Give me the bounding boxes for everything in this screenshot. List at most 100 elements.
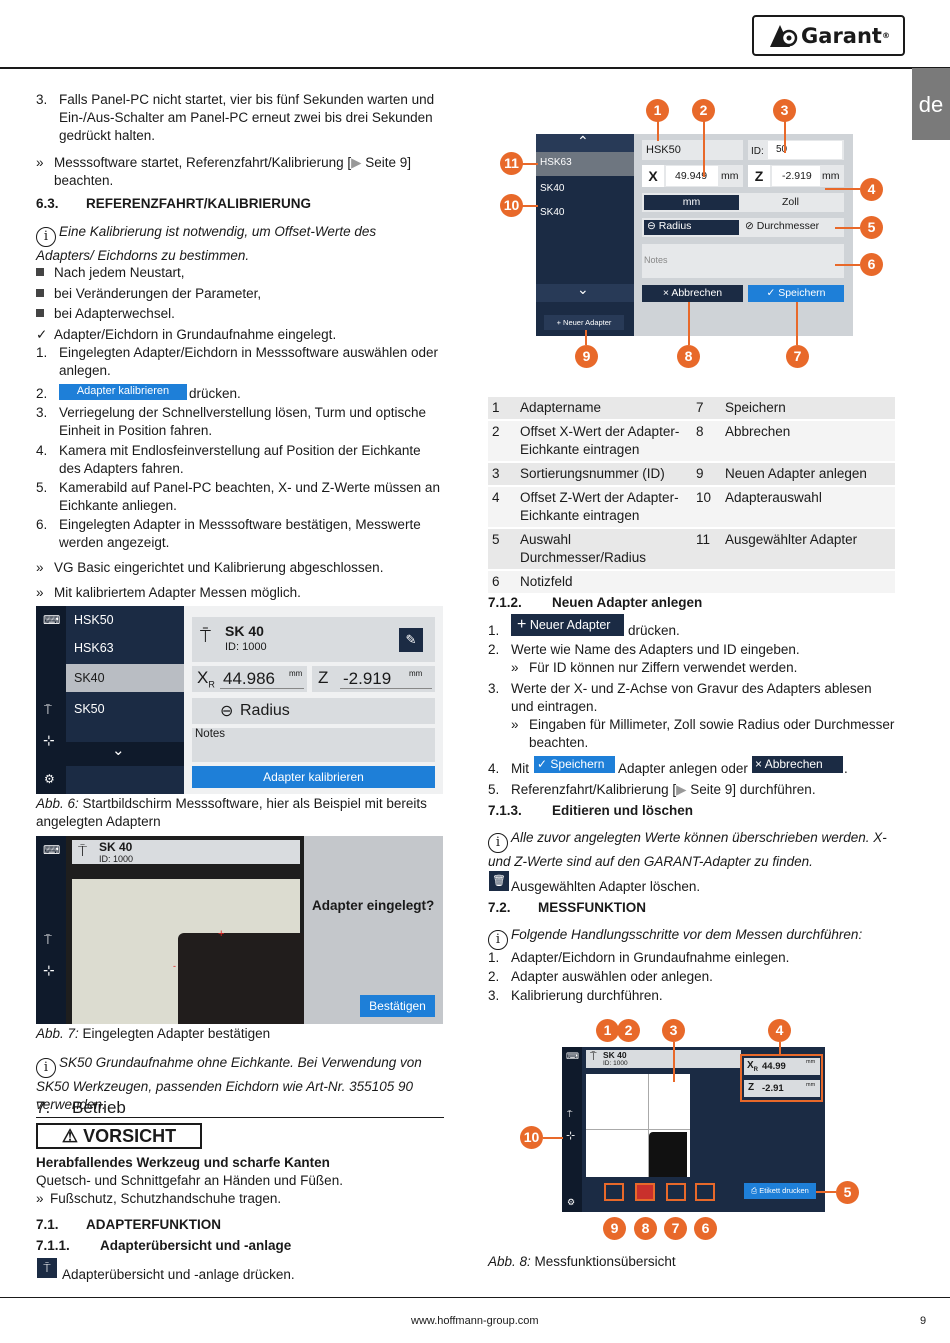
fig6-list-selected <box>66 664 184 692</box>
fig8-callout-4: 4 <box>768 1019 791 1042</box>
step-number: 6. <box>36 517 48 532</box>
step-number: 1. <box>488 950 500 965</box>
fig8-x-value: 44.99 <box>762 1061 786 1072</box>
editor-z-label: Z <box>748 165 770 187</box>
result-marker: » <box>36 560 44 575</box>
editor-id-label: ID: <box>751 146 764 157</box>
step-number: 1. <box>36 345 48 360</box>
page-number: 9 <box>920 1315 927 1327</box>
callout-line <box>703 121 705 177</box>
chevron-down-icon: ⌄ <box>577 281 589 297</box>
gear-icon: ⚙ <box>567 1197 576 1207</box>
fig8-callout-3: 3 <box>662 1019 685 1042</box>
result3: Mit kalibriertem Adapter Messen möglich. <box>54 585 301 600</box>
step-text: Adapter/Eichdorn in Grundaufnahme einleg… <box>511 950 790 965</box>
abbrechen-inline-button: × Abbrechen <box>752 756 843 773</box>
editor-x-unit: mm <box>721 170 739 182</box>
check-text: Adapter/Eichdorn in Grundaufnahme eingel… <box>54 327 337 342</box>
info3-text: Alle zuvor angelegten Werte können übers… <box>488 830 887 869</box>
step-text: drücken. <box>628 623 680 638</box>
language-tab: de <box>912 68 950 140</box>
info1-text: Eine Kalibrierung ist notwendig, um Offs… <box>36 224 377 263</box>
square-bullet-icon <box>36 289 44 297</box>
checkmark-icon: ✓ <box>36 327 48 342</box>
garant-logo: Garant® <box>752 15 905 56</box>
bullet-text: bei Adapterwechsel. <box>54 306 175 321</box>
callout-line <box>522 163 538 165</box>
crosshair-icon: ⊹ <box>43 732 55 748</box>
sec63-number: 6.3. <box>36 196 59 211</box>
adapter-overview-icon: ⍑ <box>37 1258 57 1278</box>
fig6-caption: Abb. 6: Startbildschirm Messsoftware, hi… <box>36 796 427 829</box>
edit-pencil-icon: ✎ <box>399 628 423 652</box>
diameter-icon: ⊘ <box>745 220 754 232</box>
fig8-callout-10: 10 <box>520 1126 543 1149</box>
step-number: 4. <box>488 761 500 776</box>
fig6-kalibrieren-button: Adapter kalibrieren <box>192 766 435 788</box>
fig6-radius-label: Radius <box>240 702 290 719</box>
fig6-notes-placeholder: Notes <box>195 728 226 740</box>
fig7-title: SK 40 <box>99 840 133 854</box>
editor-list-selected <box>536 152 634 176</box>
fig6-z-unit: mm <box>409 669 423 678</box>
editor-id-value: 50 <box>776 144 788 155</box>
callout-9: 9 <box>575 345 598 368</box>
sec711-number: 7.1.1. <box>36 1238 70 1253</box>
close-icon: × <box>662 287 669 299</box>
editor-name-value: HSK50 <box>646 144 681 156</box>
step-number: 5. <box>488 782 500 797</box>
step-number: 3. <box>36 405 48 420</box>
garant-logo-icon <box>770 24 798 47</box>
radius-icon: ⊖ <box>220 703 234 720</box>
footer-rule <box>0 1297 950 1298</box>
adapter-icon: ⍑ <box>44 702 52 717</box>
check-icon: ✓ <box>537 757 548 771</box>
keyboard-icon: ⌨ <box>43 613 61 627</box>
editor-abbrechen-button: × Abbrechen <box>642 285 743 302</box>
fig6-title: SK 40 <box>225 623 264 639</box>
bullet-item <box>36 285 44 303</box>
info-icon: i <box>488 930 508 950</box>
bullet-text: bei Veränderungen der Parameter, <box>54 286 262 301</box>
fig8-z-value: -2.91 <box>762 1083 784 1094</box>
sec711-title: Adapterübersicht und -anlage <box>100 1238 292 1253</box>
fig8-callout-7: 7 <box>664 1217 687 1240</box>
fig8-z-unit: mm <box>806 1082 816 1088</box>
step-number: 2. <box>488 969 500 984</box>
fig6-screenshot: ⌨ HSK50 HSK63 SK40 ⍑ SK50 ⊹ ⌄ ⚙ ⍑ SK 40 … <box>36 606 443 794</box>
fig6-header-card <box>192 617 435 662</box>
adapter-kalibrieren-button: Adapter kalibrieren <box>59 384 187 400</box>
fig8-tool-3 <box>666 1183 686 1201</box>
fig7-adapter-silhouette <box>178 933 304 1024</box>
warning-box: ⚠ VORSICHT <box>36 1123 202 1149</box>
editor-list-item: HSK63 <box>540 157 572 168</box>
bullet-item <box>36 264 44 282</box>
result-marker: » <box>36 585 44 600</box>
fig8-callout-6: 6 <box>694 1217 717 1240</box>
step-text: Mit <box>511 761 529 776</box>
result1-b: Seite 9] beachten. <box>54 155 412 188</box>
fig7-id: ID: 1000 <box>99 854 134 864</box>
crosshair-marker-icon: + <box>218 928 225 940</box>
close-icon: × <box>755 757 763 771</box>
step-text: Verriegelung der Schnellverstellung löse… <box>59 405 426 438</box>
step-number: 3. <box>36 92 48 107</box>
editor-z-unit: mm <box>822 170 840 182</box>
warning-triangle-icon: ⚠ <box>61 1126 79 1146</box>
radius-icon: ⊖ <box>647 220 656 232</box>
step-text: Eingelegten Adapter in Messsoftware best… <box>59 517 421 550</box>
crosshair-line <box>586 1129 690 1130</box>
fig8-z-field <box>744 1080 820 1097</box>
fig7-icon-rail <box>36 836 66 1024</box>
callout-line <box>835 227 860 229</box>
info-icon: i <box>36 1058 56 1078</box>
sec712-number: 7.1.2. <box>488 595 522 610</box>
sec72-number: 7.2. <box>488 900 511 915</box>
result2: VG Basic eingerichtet und Kalibrierung a… <box>54 560 384 575</box>
fig8-id: ID: 1000 <box>603 1060 628 1067</box>
unit-zoll-option: Zoll <box>782 196 799 208</box>
